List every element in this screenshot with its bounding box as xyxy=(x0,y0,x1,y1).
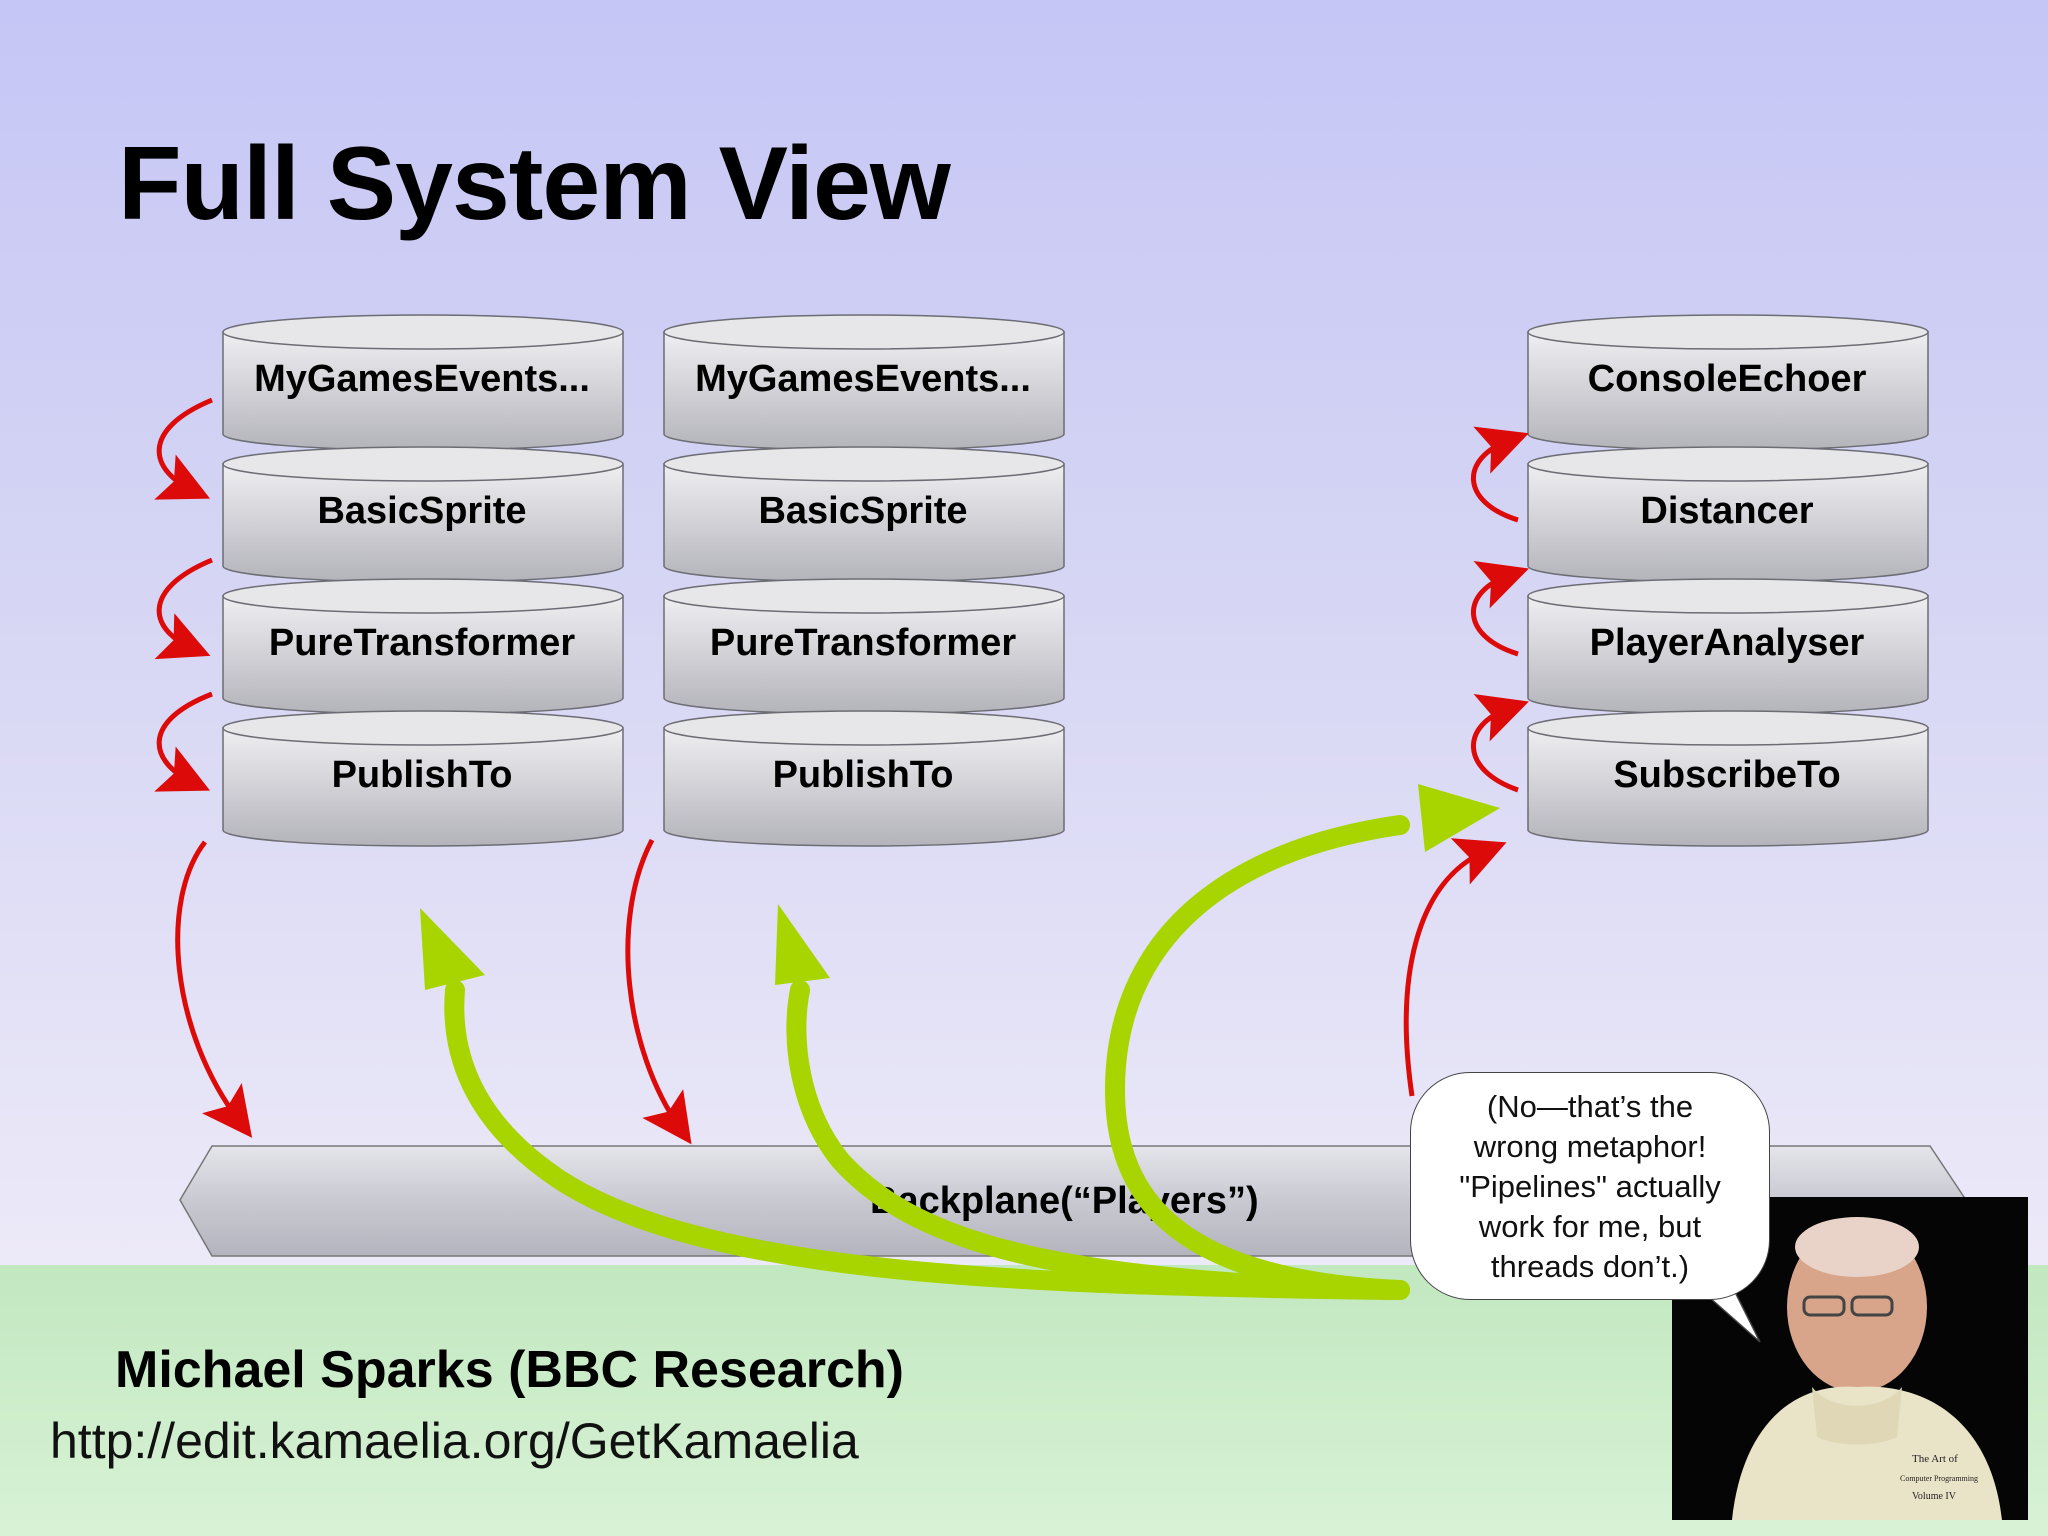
book-line: Computer Programming xyxy=(1900,1474,1978,1483)
middle-stack: MyGamesEvents... BasicSprite PureTransfo… xyxy=(663,312,1065,878)
stack-component: PublishTo xyxy=(222,708,624,847)
component-label: BasicSprite xyxy=(317,489,527,532)
disk-shape xyxy=(222,578,624,715)
disk-shape xyxy=(222,314,624,451)
stack-component: MyGamesEvents... xyxy=(663,312,1065,451)
component-label: MyGamesEvents... xyxy=(254,357,590,400)
author-credit: Michael Sparks (BBC Research) xyxy=(115,1341,904,1399)
stack-component: PublishTo xyxy=(663,708,1065,847)
disk-shape xyxy=(663,314,1065,451)
stack-component: BasicSprite xyxy=(663,444,1065,583)
bubble-line: threads don’t.) xyxy=(1490,1249,1690,1284)
book-line: The Art of xyxy=(1912,1453,1958,1465)
left-stack: MyGamesEvents... BasicSprite PureTransfo… xyxy=(222,312,624,878)
backplane-label: Backplane(“Players”) xyxy=(870,1180,1259,1222)
book-line: Volume IV xyxy=(1912,1491,1957,1502)
disk-shape xyxy=(663,710,1065,847)
bubble-line: wrong metaphor! xyxy=(1473,1129,1707,1164)
disk-shape xyxy=(1527,446,1929,583)
stack-component: MyGamesEvents... xyxy=(222,312,624,451)
stack-component: PureTransformer xyxy=(222,576,624,715)
speech-bubble: (No—that’s the wrong metaphor! "Pipeline… xyxy=(1410,1072,1770,1300)
component-label: PlayerAnalyser xyxy=(1589,621,1865,664)
stack-component: SubscribeTo xyxy=(1527,708,1929,847)
right-stack: ConsoleEchoer Distancer PlayerAnalyser S… xyxy=(1527,312,1929,878)
bubble-line: work for me, but xyxy=(1478,1209,1702,1244)
component-label: Distancer xyxy=(1640,489,1814,532)
component-label: ConsoleEchoer xyxy=(1587,357,1867,400)
project-url[interactable]: http://edit.kamaelia.org/GetKamaelia xyxy=(50,1413,859,1469)
component-label: PublishTo xyxy=(772,753,954,796)
component-label: BasicSprite xyxy=(758,489,968,532)
disk-shape xyxy=(222,710,624,847)
component-label: SubscribeTo xyxy=(1613,753,1841,796)
bubble-line: (No—that’s the xyxy=(1486,1089,1694,1124)
component-label: PureTransformer xyxy=(709,621,1017,664)
disk-shape xyxy=(1527,710,1929,847)
component-label: PureTransformer xyxy=(268,621,576,664)
stack-component: ConsoleEchoer xyxy=(1527,312,1929,451)
stack-component: Distancer xyxy=(1527,444,1929,583)
component-label: PublishTo xyxy=(331,753,513,796)
slide-title: Full System View xyxy=(118,126,951,242)
disk-shape xyxy=(663,446,1065,583)
bubble-line: "Pipelines" actually xyxy=(1459,1169,1721,1204)
stack-component: BasicSprite xyxy=(222,444,624,583)
disk-shape xyxy=(222,446,624,583)
component-label: MyGamesEvents... xyxy=(695,357,1031,400)
disk-shape xyxy=(1527,314,1929,451)
